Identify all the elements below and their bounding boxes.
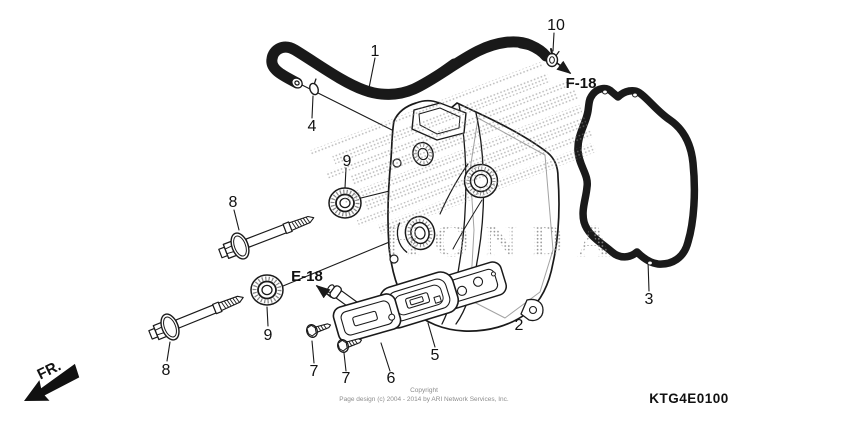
- part-bolt-8a[interactable]: [216, 205, 319, 266]
- part-screw-7a[interactable]: [305, 319, 332, 339]
- diagram-part-code: KTG4E0100: [649, 391, 729, 406]
- callout-5[interactable]: 5: [431, 347, 440, 364]
- callout-7b[interactable]: 7: [342, 370, 351, 387]
- ref-label-e18[interactable]: E-18: [291, 268, 323, 285]
- callout-8b[interactable]: 8: [162, 362, 171, 379]
- callout-2[interactable]: 2: [515, 317, 524, 334]
- callout-9a[interactable]: 9: [343, 153, 352, 170]
- e18-arrow: [315, 285, 332, 299]
- copyright-line1: Copyright: [410, 387, 438, 394]
- callout-8a[interactable]: 8: [229, 194, 238, 211]
- callout-1[interactable]: 1: [371, 43, 380, 60]
- callout-3[interactable]: 3: [645, 291, 654, 308]
- watermark-halftone-streaks: [308, 61, 597, 235]
- part-breather-tube[interactable]: [266, 36, 552, 100]
- callout-6[interactable]: 6: [387, 370, 396, 387]
- callout-7a[interactable]: 7: [310, 363, 319, 380]
- callout-labels: 1 4 10 9 8 9 8 7 7 6 5 2 3: [162, 17, 654, 387]
- copyright-line2: Page design (c) 2004 - 2014 by ARI Netwo…: [339, 396, 509, 403]
- callout-10[interactable]: 10: [547, 17, 565, 34]
- callout-4[interactable]: 4: [308, 118, 317, 135]
- callout-9b[interactable]: 9: [264, 327, 273, 344]
- part-bolt-8b[interactable]: [145, 285, 248, 347]
- part-tube-clamp-10[interactable]: [543, 48, 560, 68]
- front-direction-arrow: FR.: [24, 357, 80, 401]
- f18-arrow: [556, 60, 572, 74]
- ref-label-f18[interactable]: F-18: [566, 75, 597, 92]
- honda-watermark: HONDA: [384, 215, 624, 267]
- part-grommet-9b[interactable]: [250, 274, 284, 306]
- part-screw-7b[interactable]: [336, 334, 363, 354]
